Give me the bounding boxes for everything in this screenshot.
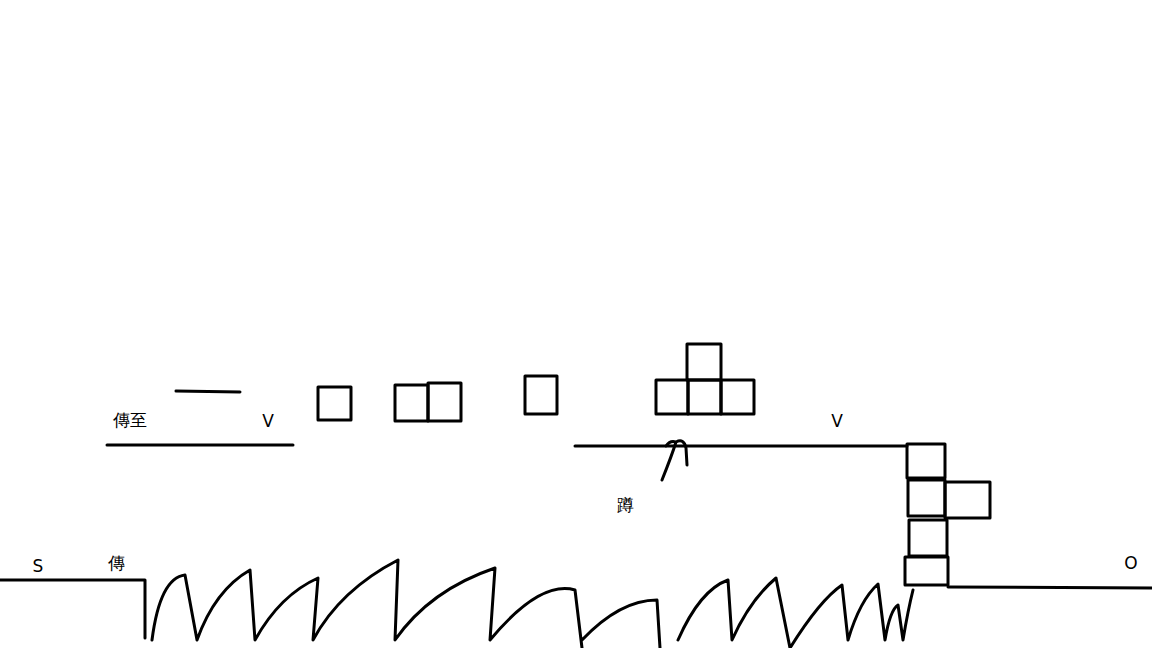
checkpoint-marker: V [262,413,274,430]
crouch-hint: 蹲 [617,497,634,514]
ground-start [0,580,145,638]
teleport-destination: 傳至 [113,412,147,429]
ground-end [948,587,1152,588]
teleport-marker: 傳 [108,555,125,572]
goal-marker: O [1124,555,1137,572]
upper-platform [107,444,293,447]
teleport-target [176,391,240,392]
checkpoint-marker: V [831,413,843,430]
crouch-arrow [662,441,687,480]
block-group [318,344,990,585]
start-marker: S [33,558,44,575]
spike-pit [152,560,913,648]
middle-platform [575,445,907,448]
